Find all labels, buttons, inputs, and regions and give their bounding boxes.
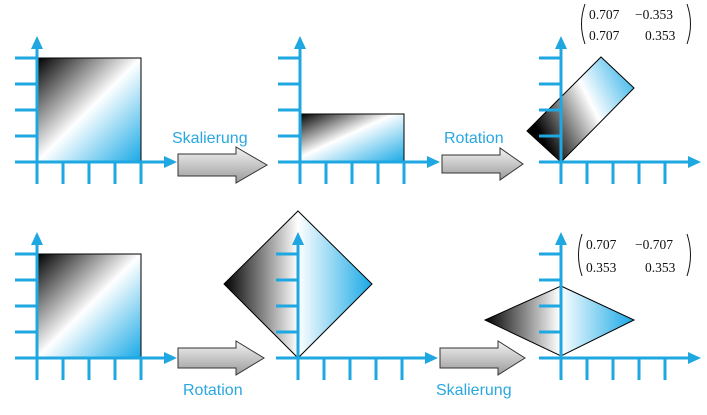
matrix-bottom-r2c1: 0.353 (586, 260, 617, 275)
matrix-bottom-r2c2: 0.353 (645, 260, 676, 275)
square-bottom-left (36, 253, 142, 359)
matrix-bottom-r1c2: −0.707 (635, 237, 673, 252)
label-skalierung-top: Skalierung (172, 130, 248, 147)
x-axis-arrowhead (427, 156, 440, 168)
matrix-top: 0.707 −0.353 0.707 0.353 (581, 3, 691, 45)
axes-top-left (15, 36, 177, 184)
matrix-bottom-right-paren (686, 233, 691, 277)
y-axis-arrowhead (31, 36, 43, 49)
arrow-bottom-2 (439, 340, 526, 376)
label-skalierung-bottom: Skalierung (436, 382, 512, 399)
coordinate-axes (15, 36, 701, 380)
y-axis-arrowhead (555, 36, 567, 49)
y-axis-arrowhead (31, 232, 43, 245)
matrix-bottom: 0.707 −0.707 0.353 0.353 (578, 233, 691, 277)
matrix-bottom-r1c1: 0.707 (586, 237, 617, 252)
x-axis-arrowhead (164, 352, 177, 364)
matrix-bottom-left-paren (578, 233, 583, 277)
x-axis-arrowhead (164, 156, 177, 168)
y-axis-arrowhead (292, 232, 304, 245)
process-arrows (177, 146, 526, 376)
matrix-top-r2c1: 0.707 (589, 28, 620, 43)
scaled-rectangle (299, 113, 405, 163)
matrix-top-right-paren (686, 3, 691, 45)
label-rotation-top: Rotation (444, 130, 504, 147)
axes-bottom-right (539, 232, 701, 380)
shapes (36, 56, 636, 359)
matrix-top-r1c2: −0.353 (635, 7, 673, 22)
y-axis-arrowhead (294, 36, 306, 49)
matrix-top-left-paren (581, 3, 586, 45)
x-axis-arrowhead (425, 352, 438, 364)
x-axis-arrowhead (688, 352, 701, 364)
arrow-bottom-1 (177, 340, 265, 376)
axes-bottom-left (15, 232, 177, 380)
matrix-top-r2c2: 0.353 (645, 28, 676, 43)
axes-top-right (539, 36, 701, 184)
axes-bottom-middle (276, 232, 438, 380)
arrow-top-1 (177, 146, 268, 184)
label-rotation-bottom: Rotation (183, 382, 243, 399)
matrix-top-r1c1: 0.707 (589, 7, 620, 22)
axes-top-middle (278, 36, 440, 184)
arrow-top-2 (441, 147, 524, 181)
y-axis-arrowhead (555, 232, 567, 245)
square-top-left (36, 57, 142, 163)
x-axis-arrowhead (688, 156, 701, 168)
